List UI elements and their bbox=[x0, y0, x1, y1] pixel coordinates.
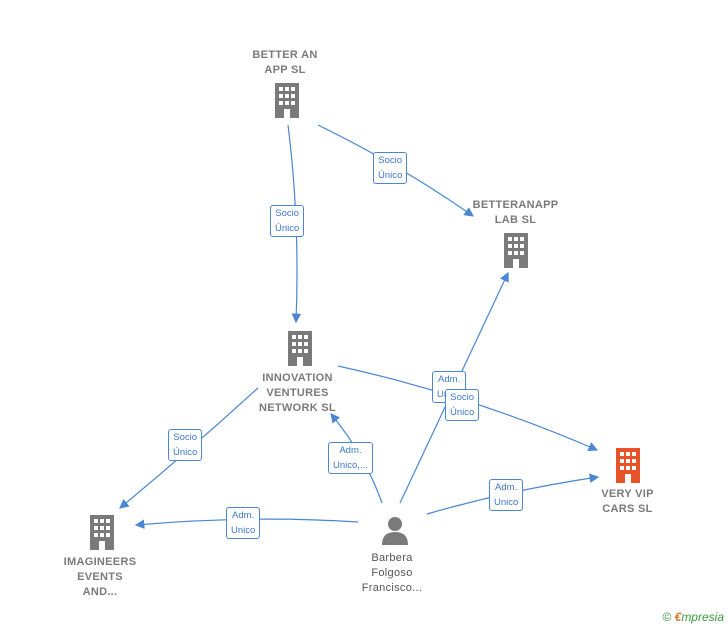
person-icon[interactable] bbox=[380, 515, 410, 545]
building-icon[interactable] bbox=[272, 83, 302, 118]
node-very-vip-cars[interactable]: VERY VIP CARS SL bbox=[601, 488, 654, 515]
edge-label-socio-unico: Socio Único bbox=[373, 152, 408, 184]
edge-label-adm-unico: Adm. Unico,... bbox=[328, 442, 373, 474]
edge-label-socio-unico: Socio Único bbox=[270, 205, 305, 237]
empresia-watermark: © €mpresia bbox=[662, 610, 724, 624]
building-icon[interactable] bbox=[501, 233, 531, 268]
node-imagineers-events[interactable]: IMAGINEERS EVENTS AND... bbox=[63, 556, 137, 598]
node-better-an-app[interactable]: BETTER AN APP SL bbox=[252, 49, 318, 76]
node-betteranapp-lab[interactable]: BETTERANAPP LAB SL bbox=[472, 199, 559, 226]
building-icon[interactable] bbox=[87, 515, 117, 550]
building-icon-focus[interactable] bbox=[613, 448, 643, 483]
copyright-icon: © bbox=[662, 610, 672, 624]
brand-e: € bbox=[674, 610, 682, 624]
edge-label-adm-unico: Adm. Unico bbox=[489, 479, 524, 511]
edge-label-adm-unico: Adm. Unico bbox=[226, 507, 261, 539]
edge-label-socio-unico: Socio Único bbox=[168, 429, 203, 461]
node-barbera-folgoso[interactable]: Barbera Folgoso Francisco... bbox=[361, 552, 423, 594]
node-innovation-ventures[interactable]: INNOVATION VENTURES NETWORK SL bbox=[259, 372, 336, 414]
edge-label-socio-unico: Socio Único bbox=[445, 389, 480, 421]
brand-text: mpresia bbox=[681, 610, 724, 624]
building-icon[interactable] bbox=[285, 331, 315, 366]
